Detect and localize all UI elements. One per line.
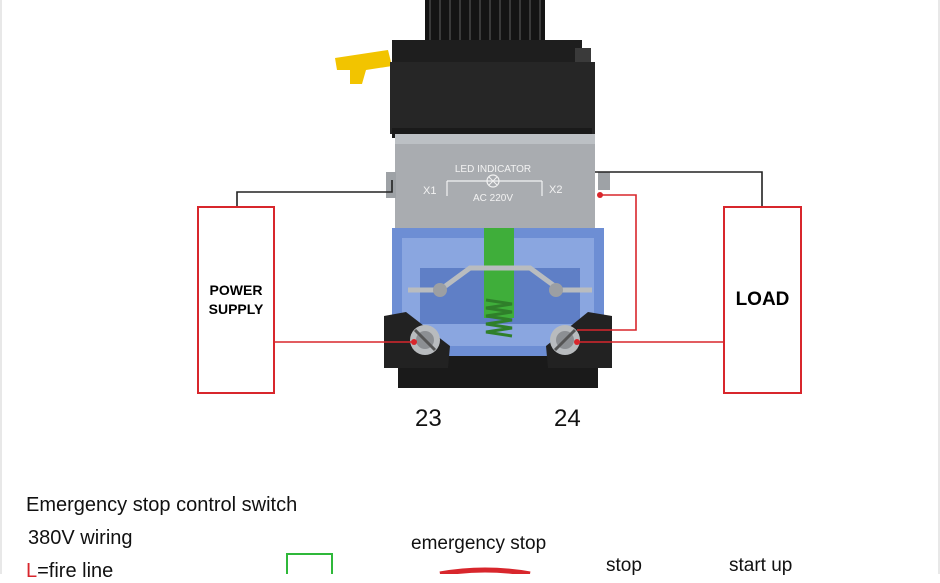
emergency-stop-label: emergency stop bbox=[411, 533, 547, 554]
indicator-x2: X2 bbox=[549, 184, 562, 196]
terminal-23-label: 23 bbox=[415, 405, 442, 432]
load-box: LOAD bbox=[723, 206, 802, 394]
load-label: LOAD bbox=[735, 289, 790, 310]
black-wire-left bbox=[236, 180, 393, 207]
lamp-icon bbox=[486, 174, 500, 188]
legend-text: =fire line bbox=[37, 560, 114, 582]
stop-button-icon bbox=[286, 553, 333, 574]
indicator-voltage: AC 220V bbox=[473, 193, 513, 204]
black-wire-right bbox=[595, 171, 763, 207]
terminal-left bbox=[384, 312, 450, 368]
legend-line: L=fire line bbox=[26, 560, 113, 583]
spring bbox=[485, 298, 513, 338]
emergency-button-icon bbox=[439, 567, 531, 574]
red-wire-indicator bbox=[577, 194, 637, 331]
yellow-key bbox=[335, 50, 392, 84]
start-up-label: start up bbox=[729, 555, 793, 576]
wiring bbox=[236, 171, 763, 345]
legend-prefix: L bbox=[26, 560, 38, 582]
heading-text: Emergency stop control switch bbox=[26, 494, 298, 516]
power-supply-box: POWER SUPPLY bbox=[197, 206, 275, 394]
threaded-stem bbox=[425, 0, 545, 42]
indicator-x1: X1 bbox=[423, 185, 436, 197]
power-supply-label-line1: POWER bbox=[209, 282, 263, 298]
terminal-24-label: 24 bbox=[554, 405, 581, 432]
power-supply-label-line2: SUPPLY bbox=[208, 301, 264, 317]
indicator-title: LED INDICATOR bbox=[455, 164, 531, 175]
stop-label: stop bbox=[606, 555, 642, 576]
wiring-text: 380V wiring bbox=[28, 527, 133, 549]
led-indicator-module: LED INDICATOR X1 X2 AC 220V bbox=[386, 134, 610, 230]
black-housing bbox=[390, 40, 595, 138]
